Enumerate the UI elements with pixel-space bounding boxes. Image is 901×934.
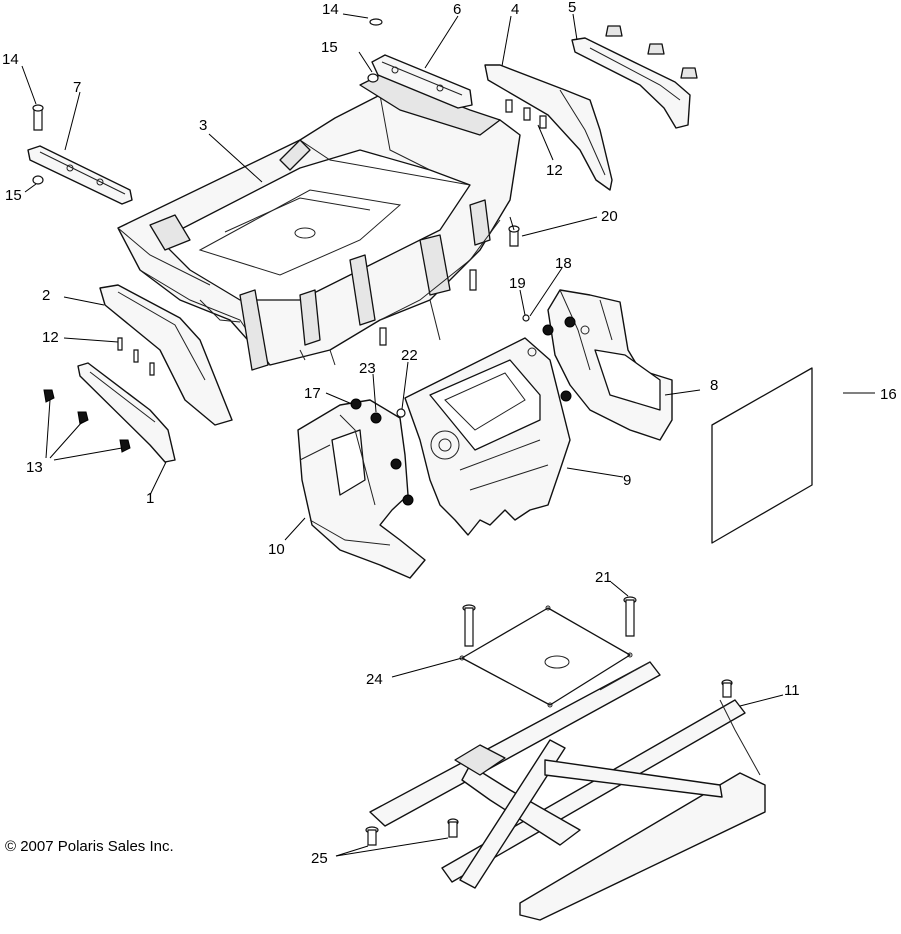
lower-trim-part	[77, 362, 176, 463]
frame-bolt-part	[365, 679, 733, 846]
callout-3: 3	[199, 117, 207, 134]
callout-5: 5	[568, 0, 576, 16]
callout-22: 22	[401, 347, 418, 364]
callout-21: 21	[595, 569, 612, 586]
callout-13: 13	[26, 459, 43, 476]
side-panel-part	[484, 64, 613, 191]
rear-trim-part	[571, 25, 698, 129]
left-side-panel-part	[99, 284, 233, 426]
left-storage-tub-part	[297, 399, 426, 579]
callout-17: 17	[304, 385, 321, 402]
copyright-notice: © 2007 Polaris Sales Inc.	[5, 838, 174, 855]
callout-11: 11	[784, 682, 800, 699]
callout-23: 23	[359, 360, 376, 377]
skid-plate-part	[459, 605, 633, 708]
callout-24: 24	[366, 671, 383, 688]
callout-18: 18	[555, 255, 572, 272]
callout-20: 20	[601, 208, 618, 225]
callout-19: 19	[509, 275, 526, 292]
callout-7: 7	[73, 79, 81, 96]
callout-2: 2	[42, 287, 50, 304]
cargo-box-part	[117, 74, 521, 371]
callout-12-top: 12	[546, 162, 563, 179]
rail-trim-part	[371, 54, 473, 109]
callout-labels: 14 7 15 3 14 15 6 4 5 12 20 2 12 13 1 18…	[2, 0, 897, 867]
callout-6: 6	[453, 1, 461, 18]
callout-16: 16	[880, 386, 897, 403]
callout-9: 9	[623, 472, 631, 489]
callout-10: 10	[268, 541, 285, 558]
flat-panel-part	[711, 367, 813, 544]
callout-8: 8	[710, 377, 718, 394]
callout-14-left: 14	[2, 51, 19, 68]
callout-25: 25	[311, 850, 328, 867]
callout-15-left: 15	[5, 187, 22, 204]
mounting-bolt-part	[462, 596, 637, 647]
hardware-parts	[32, 18, 576, 506]
callout-14-top: 14	[322, 1, 339, 18]
callout-15-top: 15	[321, 39, 338, 56]
callout-leader-lines	[21, 13, 875, 857]
lower-frame-part	[369, 661, 766, 921]
right-storage-tub-part	[547, 289, 673, 441]
front-rail-part	[27, 145, 133, 205]
center-panel-part	[404, 337, 571, 536]
callout-12-left: 12	[42, 329, 59, 346]
callout-1: 1	[146, 490, 154, 507]
callout-4: 4	[511, 1, 519, 18]
